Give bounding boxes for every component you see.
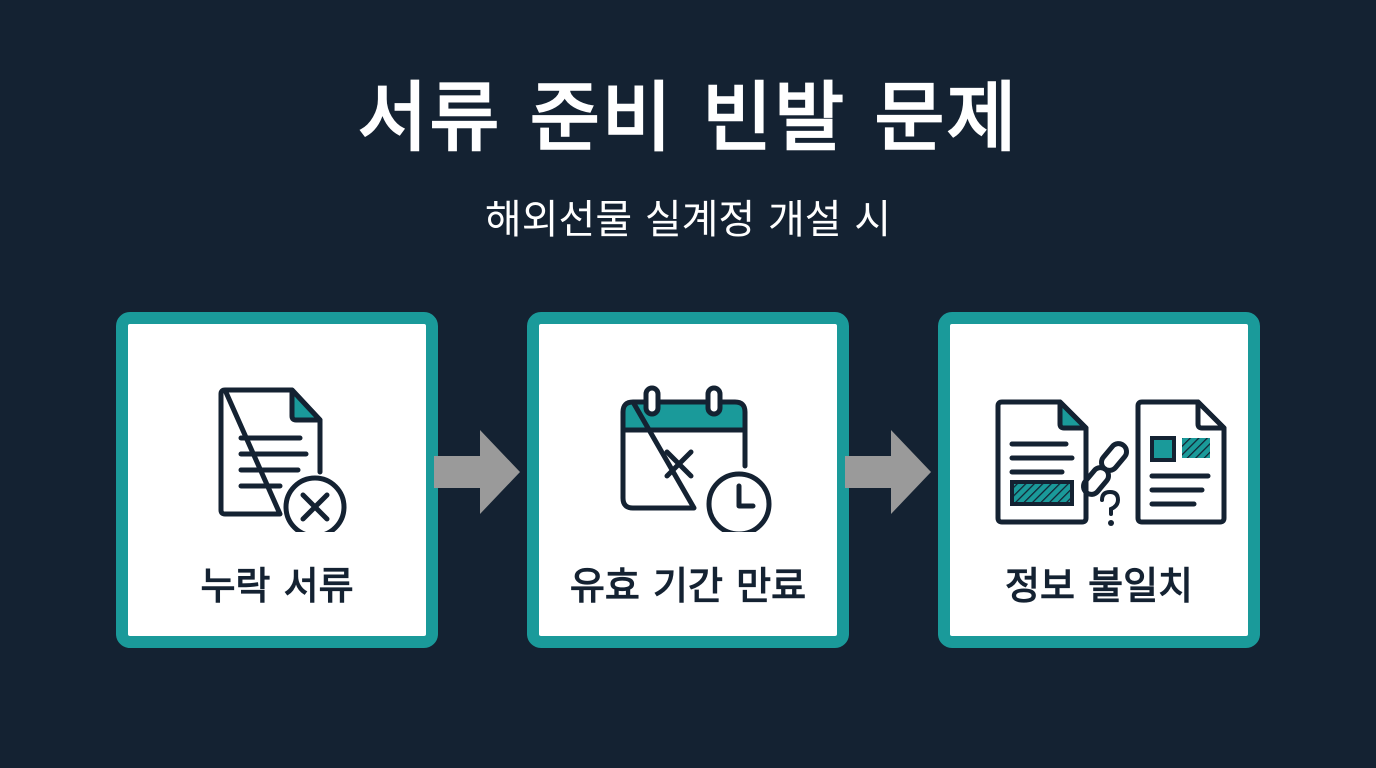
step-card-information-mismatch: 정보 불일치: [938, 312, 1260, 648]
page-title: 서류 준비 빈발 문제: [357, 73, 1019, 162]
document-mismatch-icon: [995, 399, 1227, 526]
step-label: 유효 기간 만료: [569, 564, 807, 608]
page-subtitle: 해외선물 실계정 개설 시: [484, 197, 892, 243]
calendar-expired-icon: [620, 385, 772, 532]
document-x-icon: [218, 387, 347, 532]
step-card-expired-validity: 유효 기간 만료: [527, 312, 849, 648]
step-card-missing-documents: 누락 서류: [116, 312, 438, 648]
arrow-right-icon: [434, 430, 520, 514]
arrow-right-icon: [845, 430, 931, 514]
step-label: 정보 불일치: [1004, 564, 1194, 608]
step-label: 누락 서류: [200, 564, 354, 608]
